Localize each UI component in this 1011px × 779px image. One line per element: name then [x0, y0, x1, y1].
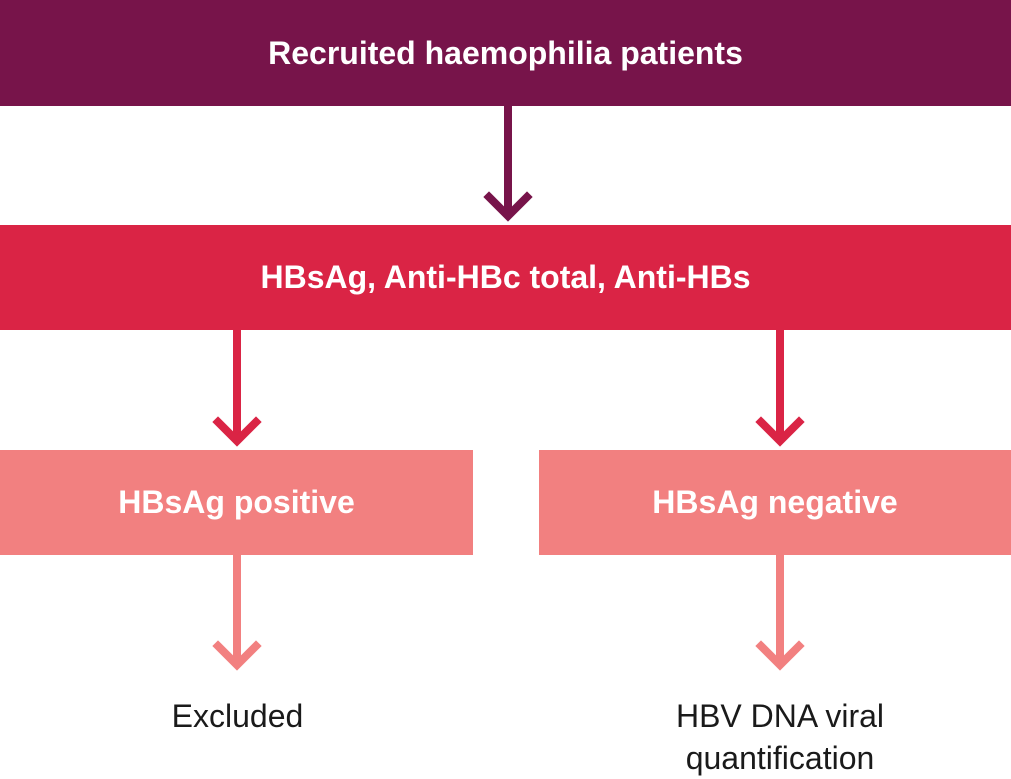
hbsag-negative-box: HBsAg negative — [539, 450, 1011, 555]
serology-tests-box: HBsAg, Anti-HBc total, Anti-HBs — [0, 225, 1011, 330]
serology-tests-label: HBsAg, Anti-HBc total, Anti-HBs — [260, 259, 751, 295]
arrow-positive-to-excluded — [212, 555, 262, 671]
excluded-outcome: Excluded — [60, 695, 415, 737]
recruited-patients-label: Recruited haemophilia patients — [268, 34, 743, 71]
excluded-label: Excluded — [171, 698, 304, 734]
quantification-label-line2: quantification — [685, 740, 875, 776]
hbsag-positive-box: HBsAg positive — [0, 450, 473, 555]
quantification-outcome: HBV DNA viral quantification — [600, 695, 960, 779]
hbsag-negative-label: HBsAg negative — [652, 484, 898, 520]
quantification-label-line1: HBV DNA viral — [675, 698, 885, 734]
hbsag-positive-label: HBsAg positive — [118, 484, 355, 520]
arrow-mid-to-positive — [212, 330, 262, 447]
arrow-negative-to-quantification — [755, 555, 805, 671]
arrow-top-to-mid — [483, 106, 533, 222]
recruited-patients-box: Recruited haemophilia patients — [0, 0, 1011, 106]
arrow-mid-to-negative — [755, 330, 805, 447]
